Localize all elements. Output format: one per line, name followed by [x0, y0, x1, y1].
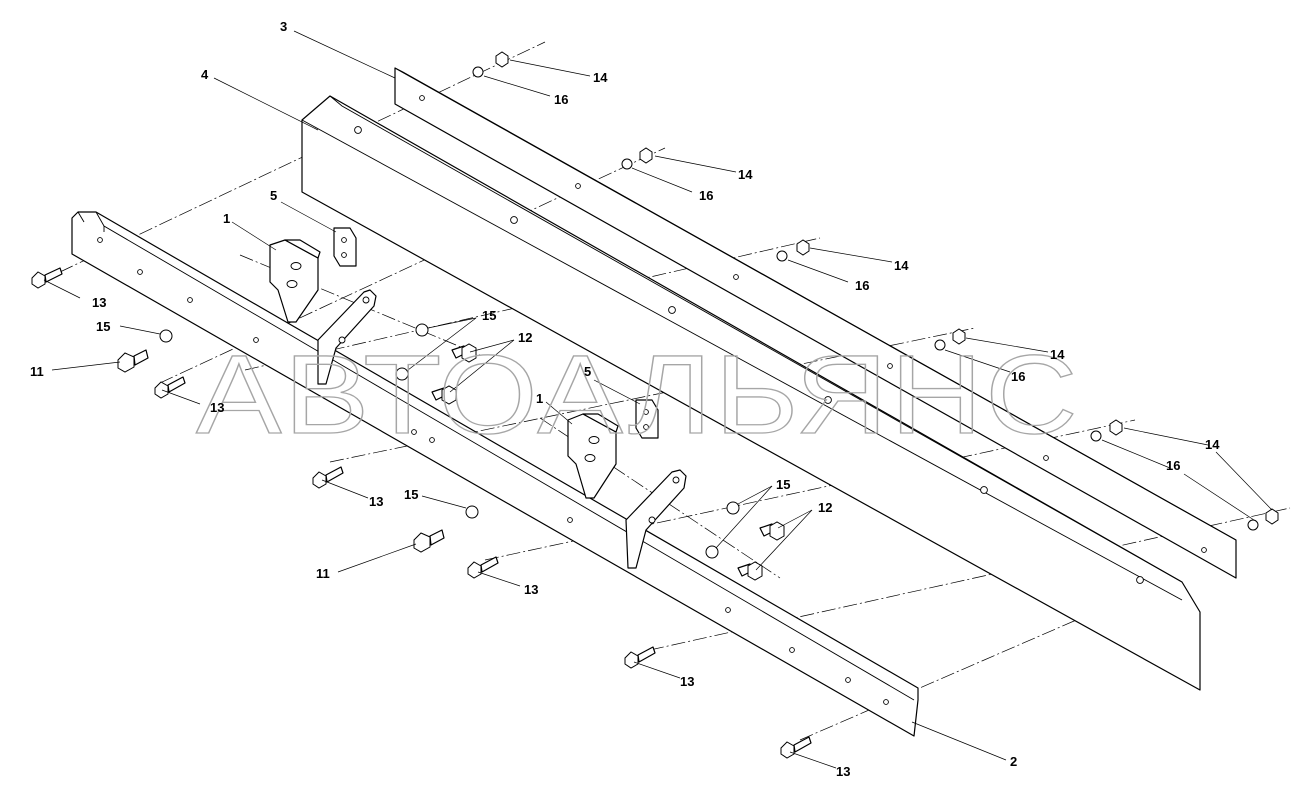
callout-13: 13 — [680, 674, 694, 689]
callout-5: 5 — [270, 188, 277, 203]
callout-14: 14 — [894, 258, 909, 273]
watermark-text: АВТОАЛЬЯНС — [196, 332, 1080, 457]
bolt-13 — [467, 556, 499, 579]
callout-14: 14 — [1050, 347, 1065, 362]
callout-16: 16 — [699, 188, 713, 203]
callout-11: 11 — [316, 566, 330, 581]
bracket-assembly-right — [567, 399, 687, 569]
fasteners — [31, 51, 1279, 759]
callout-16: 16 — [1011, 369, 1025, 384]
washer-16 — [934, 339, 946, 351]
callout-15: 15 — [404, 487, 418, 502]
bracket-assembly-left — [269, 227, 377, 385]
washer-15 — [159, 329, 173, 343]
washer-15 — [705, 545, 719, 559]
leader-lines — [43, 30, 1273, 769]
callout-4: 4 — [201, 67, 209, 82]
washer-16 — [621, 158, 633, 170]
washer-16 — [1247, 519, 1259, 531]
callout-14: 14 — [738, 167, 753, 182]
part-4-plate — [301, 95, 1201, 691]
washer-16 — [472, 66, 484, 78]
callout-5: 5 — [584, 364, 591, 379]
callout-13: 13 — [836, 764, 850, 779]
callout-13: 13 — [524, 582, 538, 597]
callout-16: 16 — [554, 92, 568, 107]
bolt-12 — [451, 343, 477, 363]
callout-1: 1 — [223, 211, 230, 226]
washer-16 — [776, 250, 788, 262]
callout-13: 13 — [369, 494, 383, 509]
bolt-13 — [31, 267, 63, 289]
callout-15: 15 — [482, 308, 496, 323]
bolt-12 — [759, 521, 785, 541]
callout-12: 12 — [518, 330, 532, 345]
washer-15 — [465, 505, 479, 519]
washer-15 — [415, 323, 429, 337]
nut-14 — [952, 328, 966, 345]
callout-16: 16 — [855, 278, 869, 293]
bolt-12 — [737, 561, 763, 581]
bolt-13 — [624, 646, 656, 669]
callout-15: 15 — [96, 319, 110, 334]
part-2-angle-bar — [71, 211, 919, 737]
callout-labels: 3 4 14 16 14 16 14 16 14 16 14 16 5 1 13… — [30, 19, 1220, 779]
nut-14 — [1109, 419, 1123, 436]
nut-14 — [495, 51, 509, 68]
part-3-strip — [394, 67, 1237, 579]
callout-14: 14 — [1205, 437, 1220, 452]
nut-14 — [1265, 508, 1279, 525]
washer-15 — [395, 367, 409, 381]
bolt-13 — [312, 466, 344, 489]
washer-16 — [1090, 430, 1102, 442]
bolt-13 — [780, 736, 812, 759]
callout-13: 13 — [92, 295, 106, 310]
washer-15 — [726, 501, 740, 515]
callout-14: 14 — [593, 70, 608, 85]
callout-3: 3 — [280, 19, 287, 34]
bolt-12 — [431, 385, 457, 405]
bolt-13 — [154, 376, 186, 399]
nut-14 — [639, 147, 653, 164]
callout-13: 13 — [210, 400, 224, 415]
callout-15: 15 — [776, 477, 790, 492]
callout-16: 16 — [1166, 458, 1180, 473]
bolt-11 — [413, 529, 445, 553]
callout-2: 2 — [1010, 754, 1017, 769]
callout-1: 1 — [536, 391, 543, 406]
callout-11: 11 — [30, 364, 44, 379]
bolt-11 — [117, 349, 149, 373]
nut-14 — [796, 239, 810, 256]
callout-12: 12 — [818, 500, 832, 515]
